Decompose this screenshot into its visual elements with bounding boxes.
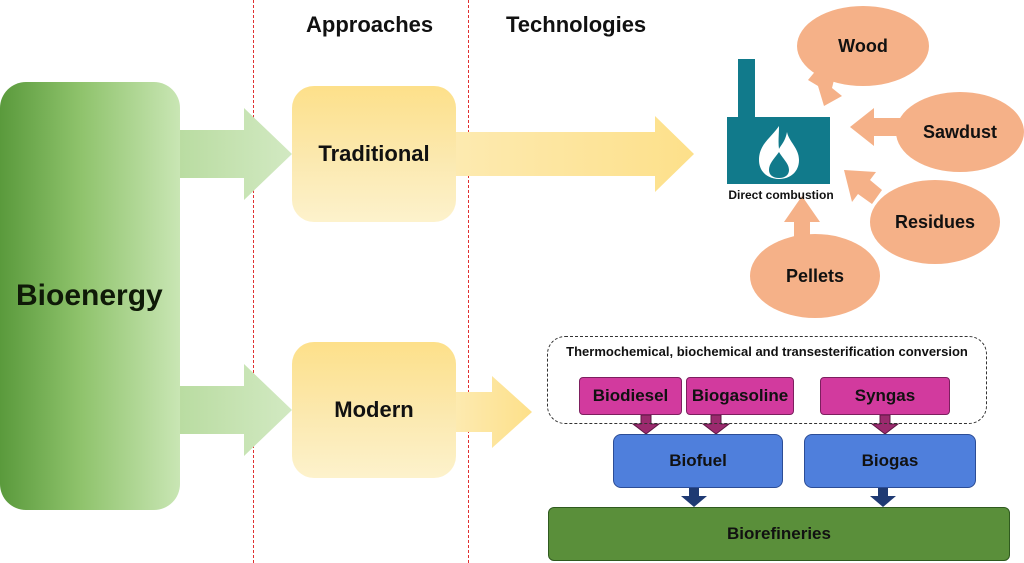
intermediate-biogas: Biogas [804,434,976,488]
product-biodiesel: Biodiesel [579,377,682,415]
factory-icon [727,59,830,184]
direct-combustion-label: Direct combustion [728,188,834,202]
column-divider-left [253,0,254,563]
feedstock-sawdust: Sawdust [896,92,1024,172]
modern-node: Modern [292,342,456,478]
product-syngas: Syngas [820,377,950,415]
conversion-group [547,336,987,424]
bioenergy-label: Bioenergy [16,279,163,312]
feedstock-wood: Wood [797,6,929,86]
conversion-label: Thermochemical, biochemical and transest… [566,344,968,359]
arrow-biogasoline-to-biofuel [701,414,731,435]
arrow-syngas-to-biogas [870,414,900,435]
arrow-sawdust [850,108,902,146]
arrow-residues [844,170,882,204]
arrow-pellets [784,196,820,244]
arrow-root-to-modern [178,364,292,456]
arrow-biodiesel-to-biofuel [631,414,661,435]
arrow-modern-to-conversion [455,376,532,448]
arrow-traditional-to-combustion [455,116,694,192]
feedstock-residues: Residues [870,180,1000,264]
product-biogasoline: Biogasoline [686,377,794,415]
intermediate-biofuel: Biofuel [613,434,783,488]
header-technologies: Technologies [506,12,647,37]
arrow-wood [808,68,842,106]
arrow-biogas-to-biorefineries [870,487,896,507]
bioenergy-node: Bioenergy [0,82,180,510]
feedstock-pellets: Pellets [750,234,880,318]
traditional-node: Traditional [292,86,456,222]
column-divider-right [468,0,469,563]
header-approaches: Approaches [306,12,434,37]
arrow-biofuel-to-biorefineries [681,487,707,507]
final-biorefineries: Biorefineries [548,507,1010,561]
arrow-root-to-traditional [178,108,292,200]
feedstock-arrows [784,68,902,244]
